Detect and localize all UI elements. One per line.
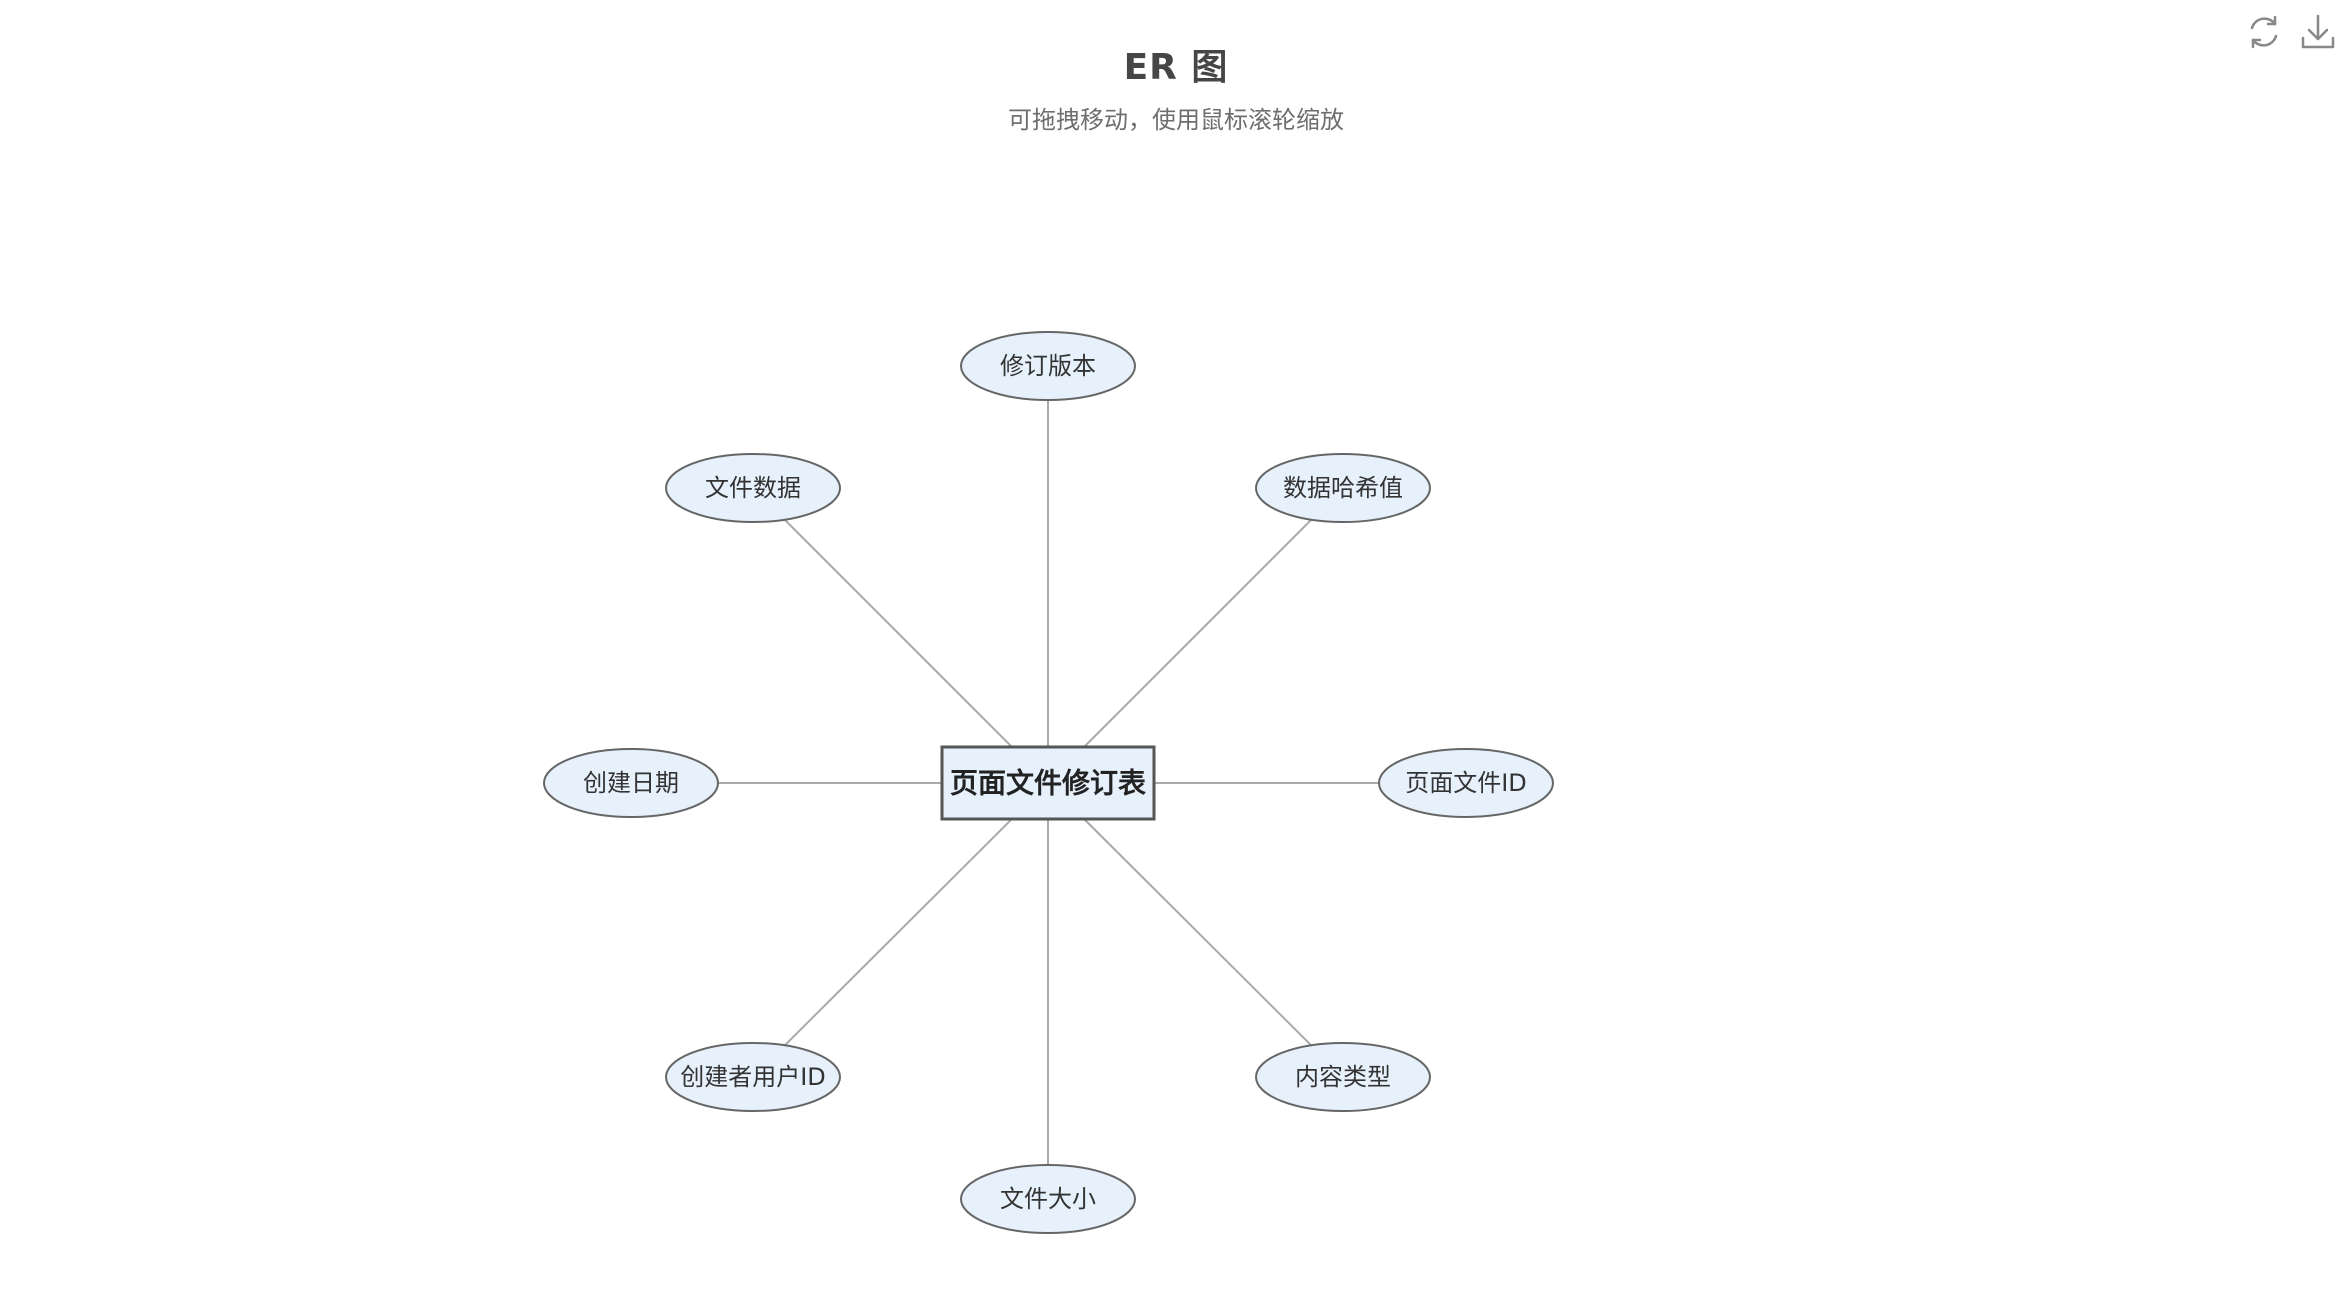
page-subtitle: 可拖拽移动，使用鼠标滚轮缩放	[1008, 106, 1344, 134]
attribute-node[interactable]: 页面文件ID	[1378, 748, 1554, 818]
attribute-label: 页面文件ID	[1405, 769, 1527, 797]
entity-label: 页面文件修订表	[950, 767, 1146, 800]
download-button[interactable]	[2296, 10, 2340, 54]
edge-1	[1047, 487, 1344, 784]
attribute-node[interactable]: 文件大小	[960, 1164, 1136, 1234]
attribute-label: 创建者用户ID	[680, 1063, 826, 1091]
edge-7	[752, 487, 1049, 784]
entity-node[interactable]: 页面文件修订表	[940, 745, 1156, 821]
attribute-ellipse	[1378, 748, 1554, 818]
attribute-label: 修订版本	[1000, 352, 1096, 380]
attribute-label: 创建日期	[583, 769, 679, 797]
download-icon	[2301, 14, 2335, 49]
attribute-node[interactable]: 修订版本	[960, 331, 1136, 401]
attribute-ellipse	[1255, 1042, 1431, 1112]
page-title: ER 图	[1123, 47, 1229, 88]
refresh-button[interactable]	[2242, 10, 2286, 54]
attribute-ellipse	[665, 1042, 841, 1112]
attribute-node[interactable]: 文件数据	[665, 453, 841, 523]
attribute-node[interactable]: 创建日期	[543, 748, 719, 818]
attribute-ellipse	[960, 331, 1136, 401]
attribute-ellipse	[665, 453, 841, 523]
attribute-node[interactable]: 创建者用户ID	[665, 1042, 841, 1112]
attribute-label: 内容类型	[1295, 1063, 1391, 1091]
attribute-ellipse	[1255, 453, 1431, 523]
edge-3	[1047, 782, 1344, 1078]
refresh-icon	[2250, 15, 2278, 49]
attribute-label: 文件数据	[705, 474, 801, 502]
toolbar	[2242, 10, 2352, 54]
entity-box	[940, 745, 1156, 821]
attribute-node[interactable]: 内容类型	[1255, 1042, 1431, 1112]
attribute-node[interactable]: 数据哈希值	[1255, 453, 1431, 523]
edge-5	[752, 782, 1049, 1078]
attribute-ellipse	[543, 748, 719, 818]
attribute-ellipse	[960, 1164, 1136, 1234]
attribute-label: 文件大小	[1000, 1185, 1096, 1213]
attribute-label: 数据哈希值	[1283, 474, 1403, 502]
edges	[631, 366, 1466, 1199]
